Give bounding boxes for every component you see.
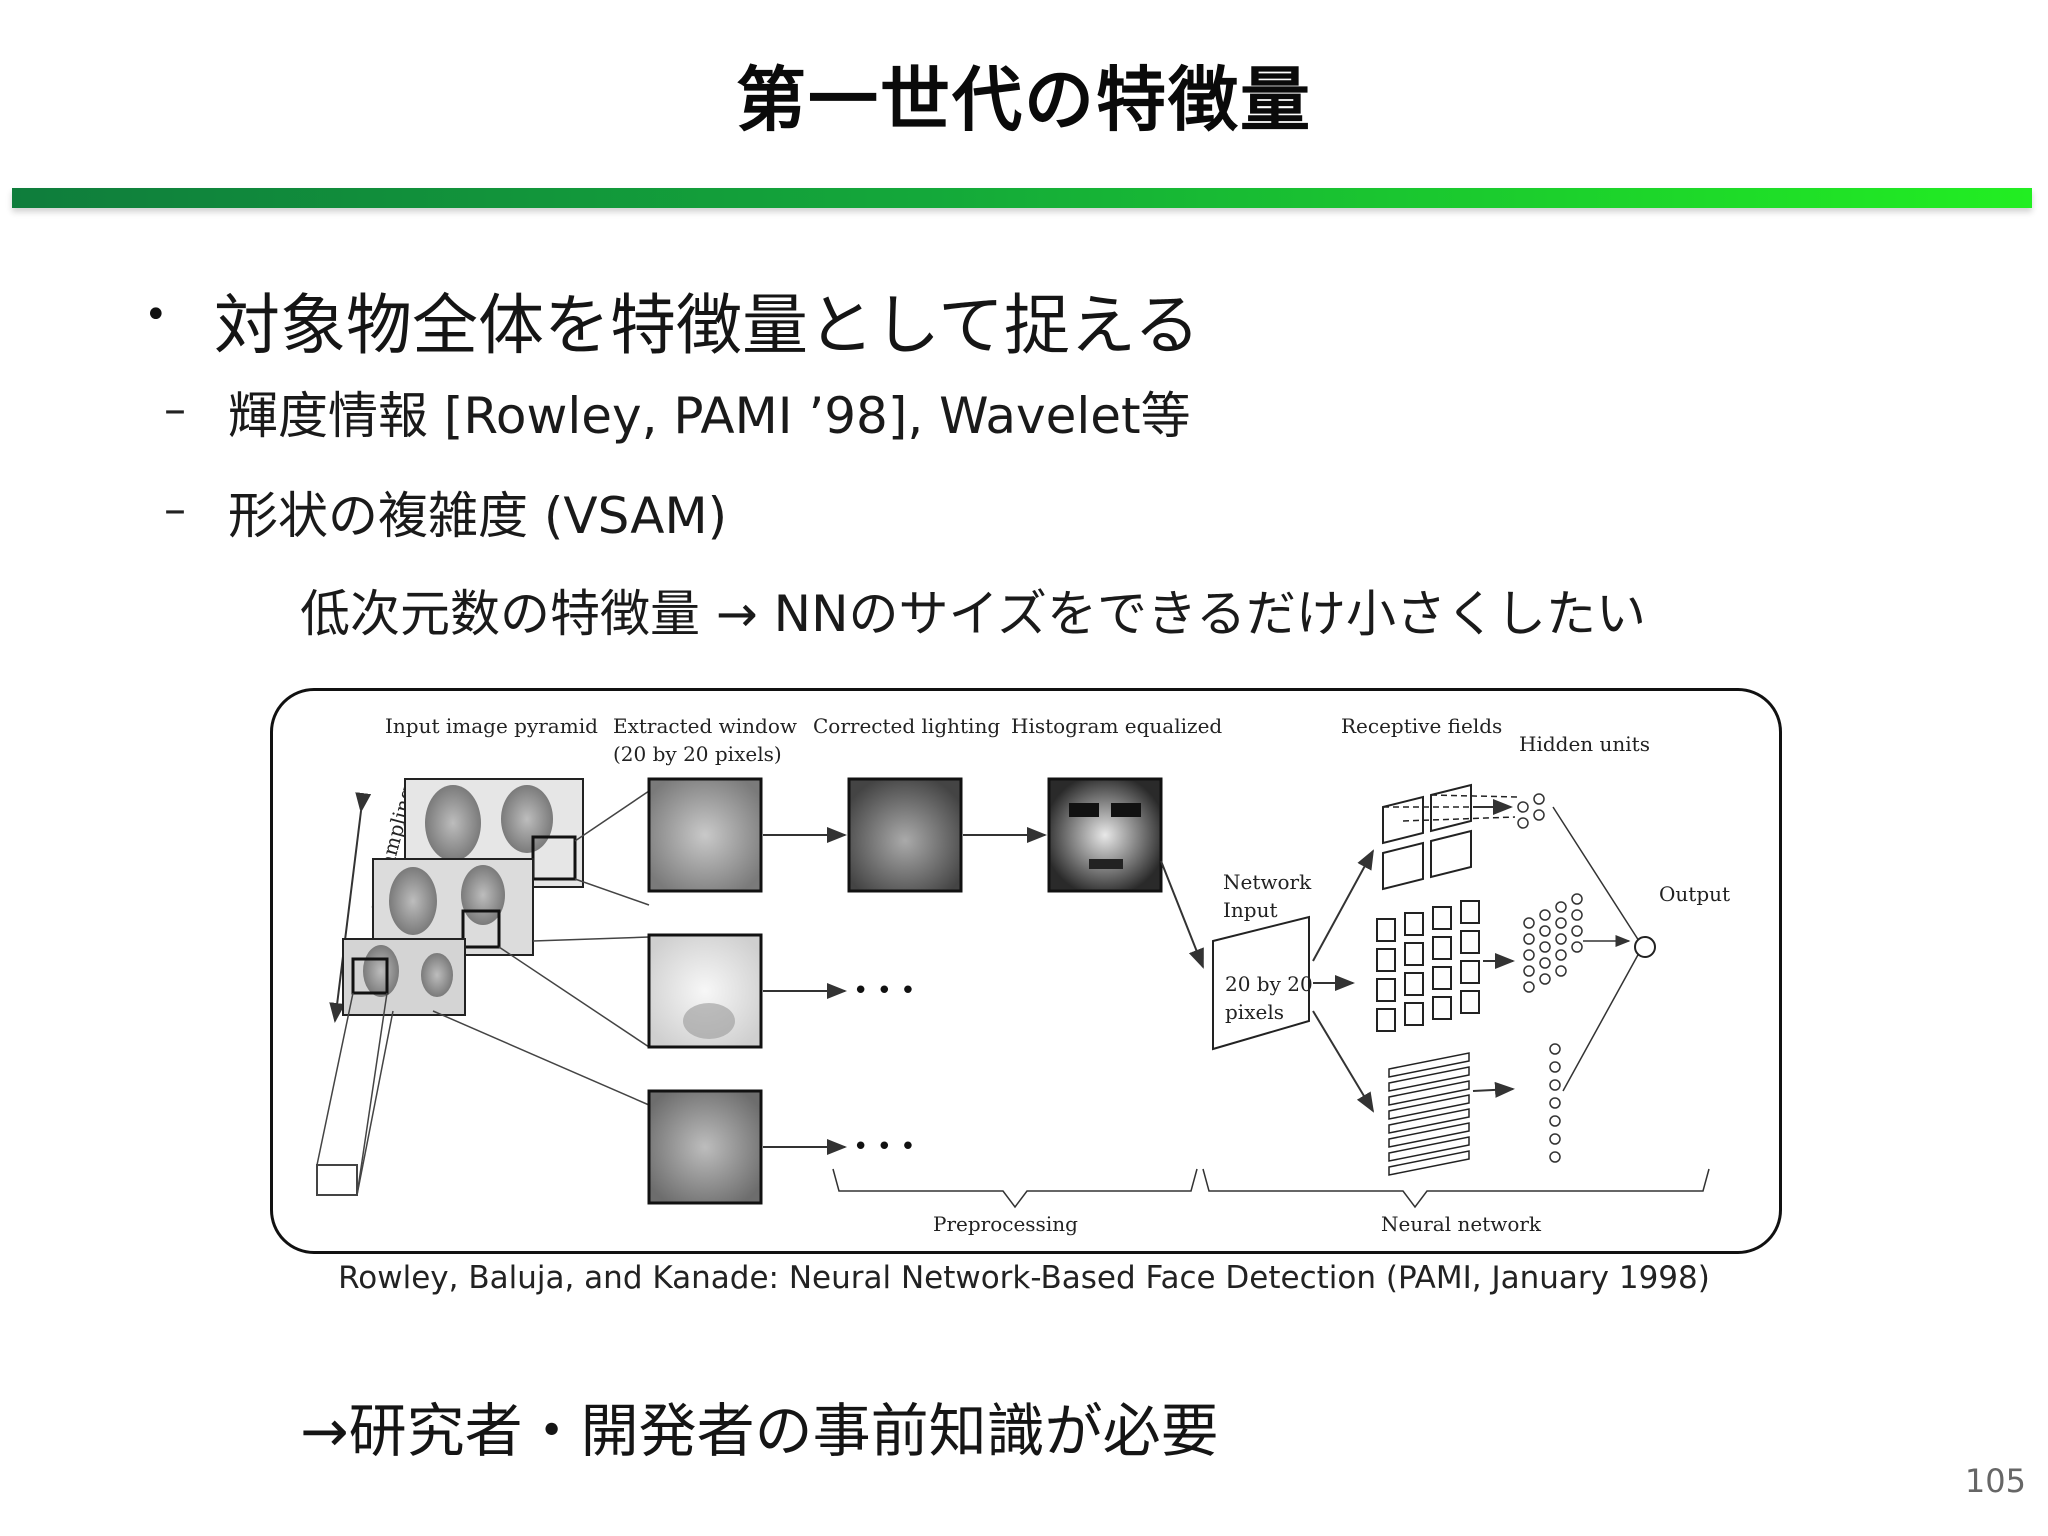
label-input-pyramid: Input image pyramid xyxy=(385,714,598,738)
input-size-2: pixels xyxy=(1225,1000,1284,1024)
input-size-1: 20 by 20 xyxy=(1225,972,1313,996)
hidden-units xyxy=(1517,793,1583,1163)
feature-note: 低次元数の特徴量 → NNのサイズをできるだけ小さくしたい xyxy=(300,585,1646,643)
label-histogram: Histogram equalized xyxy=(1011,714,1222,738)
label-output: Output xyxy=(1659,882,1730,906)
face-detection-figure: Input image pyramid Extracted window (20… xyxy=(270,688,1782,1254)
sub-bullet-shape: 形状の複雑度 (VSAM) xyxy=(228,487,728,545)
output-unit xyxy=(1634,936,1656,958)
label-receptive-fields: Receptive fields xyxy=(1341,714,1502,738)
figure-diagram: Input image pyramid Extracted window (20… xyxy=(316,714,1730,1236)
dash-icon: – xyxy=(164,384,186,435)
page-number: 105 xyxy=(1964,1462,2026,1500)
conclusion-text: →研究者・開発者の事前知識が必要 xyxy=(300,1397,1219,1465)
bullet-icon: • xyxy=(144,292,168,338)
dash-icon: – xyxy=(164,484,186,535)
network-input-box xyxy=(1212,915,1310,1051)
extracted-window-1 xyxy=(647,777,763,893)
sub-bullet-luminance: 輝度情報 [Rowley, PAMI ’98], Wavelet等 xyxy=(228,387,1191,445)
label-corrected-lighting: Corrected lighting xyxy=(813,714,1000,738)
label-neural-network: Neural network xyxy=(1381,1212,1542,1236)
label-preprocessing: Preprocessing xyxy=(933,1212,1078,1236)
label-network-input-2: Input xyxy=(1223,898,1278,922)
receptive-field-grid xyxy=(1376,900,1480,1032)
main-bullet: 対象物全体を特徴量として捉える xyxy=(214,287,1201,364)
corrected-lighting-image xyxy=(847,777,963,893)
title-divider xyxy=(12,188,2032,208)
ellipsis-1: • • • xyxy=(853,976,916,1006)
label-window-size: (20 by 20 pixels) xyxy=(613,742,782,766)
histogram-image xyxy=(1047,777,1163,893)
slide-title: 第一世代の特徴量 xyxy=(736,59,1312,141)
input-pyramid xyxy=(316,778,584,1196)
label-network-input: Network xyxy=(1223,870,1312,894)
figure-citation: Rowley, Baluja, and Kanade: Neural Netwo… xyxy=(338,1260,1710,1296)
extracted-window-3 xyxy=(647,1089,763,1205)
label-extracted-window: Extracted window xyxy=(613,714,797,738)
label-hidden-units: Hidden units xyxy=(1519,732,1650,756)
ellipsis-2: • • • xyxy=(853,1132,916,1162)
